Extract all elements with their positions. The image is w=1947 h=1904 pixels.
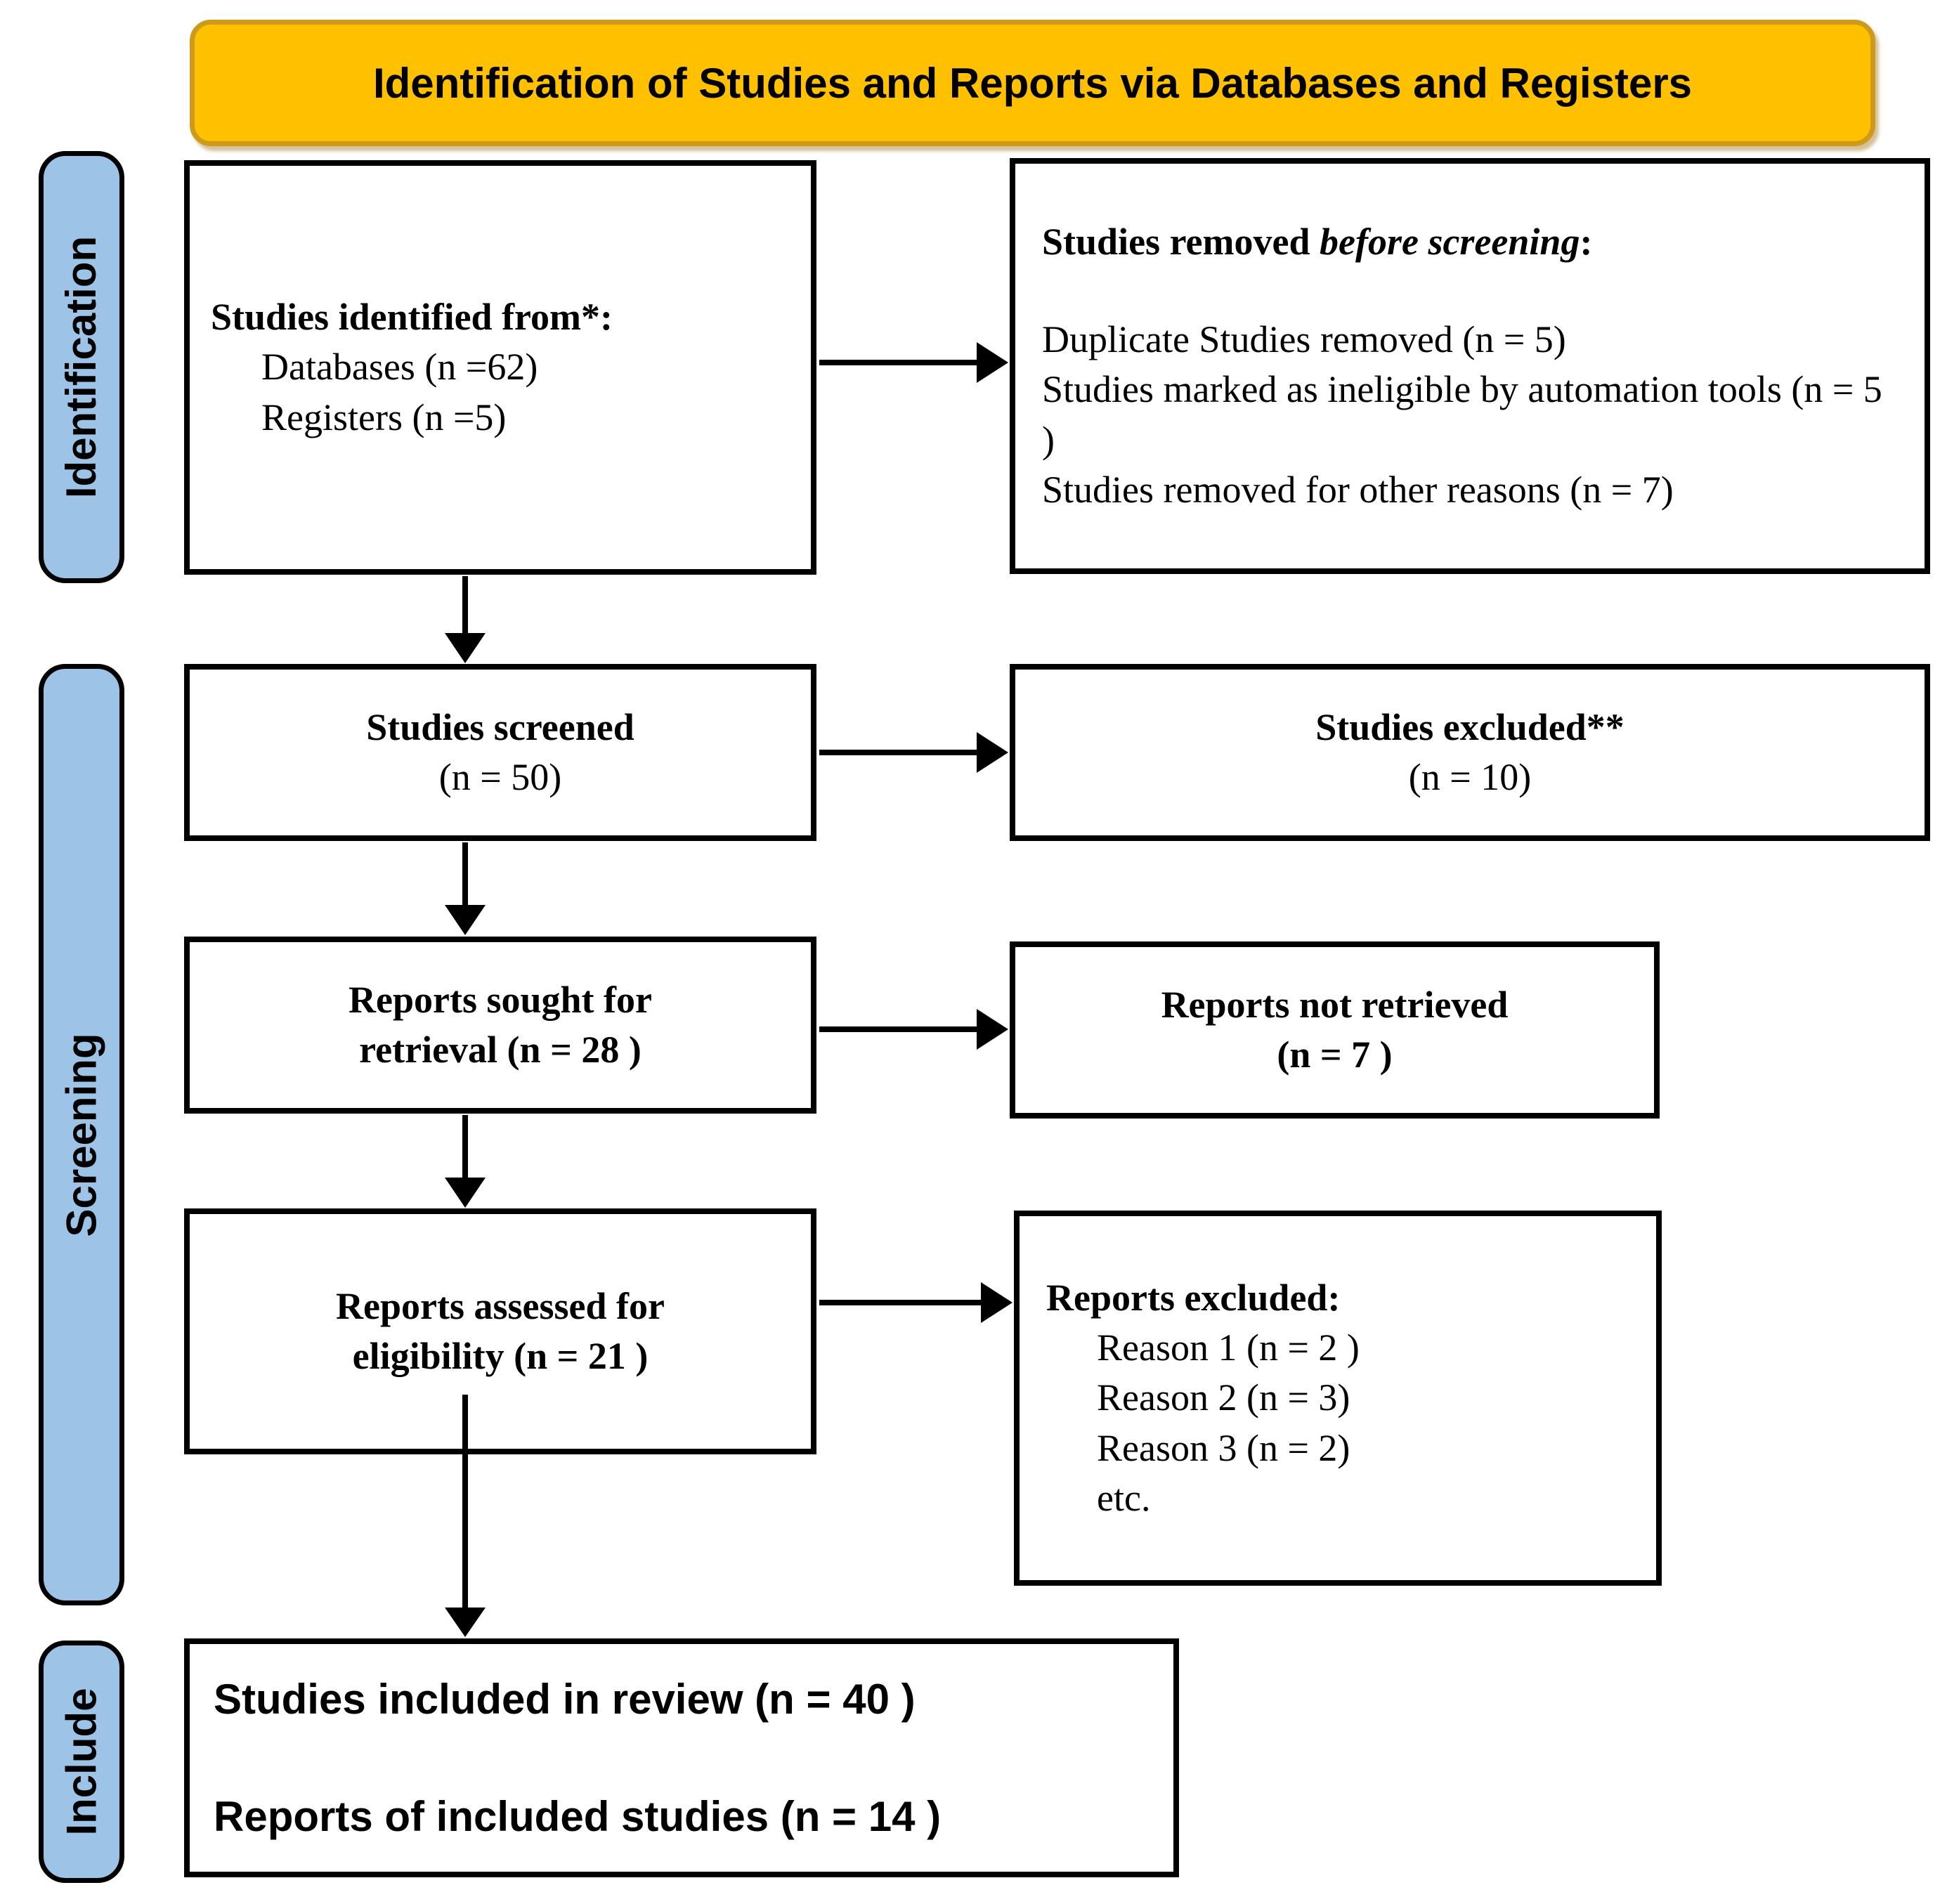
box-studies-included: Studies included in review (n = 40 ) Rep…: [184, 1638, 1179, 1877]
reports-not-retrieved-line1: Reports not retrieved: [1161, 983, 1509, 1026]
studies-removed-item-automation: Studies marked as ineligible by automati…: [1042, 368, 1882, 461]
studies-removed-item-duplicates: Duplicate Studies removed (n = 5): [1042, 318, 1566, 361]
arrow-sought-to-assessed: [445, 1115, 486, 1208]
diagram-title: Identification of Studies and Reports vi…: [372, 59, 1693, 107]
stage-label-identification-text: Identification: [58, 235, 105, 499]
studies-removed-heading-prefix: Studies removed: [1042, 220, 1320, 263]
stage-label-include-text: Include: [58, 1688, 105, 1836]
title-banner: Identification of Studies and Reports vi…: [190, 20, 1875, 146]
reports-sought-line2: retrieval (n = 28 ): [359, 1029, 642, 1071]
spacer: [1042, 267, 1898, 315]
box-reports-not-retrieved: Reports not retrieved (n = 7 ): [1010, 941, 1660, 1119]
box-reports-assessed: Reports assessed for eligibility (n = 21…: [184, 1208, 816, 1454]
box-reports-excluded: Reports excluded: Reason 1 (n = 2 ) Reas…: [1014, 1211, 1662, 1586]
stage-label-screening-text: Screening: [58, 1032, 105, 1237]
box-reports-sought: Reports sought for retrieval (n = 28 ): [184, 937, 816, 1114]
reports-sought-line1: Reports sought for: [349, 978, 652, 1021]
box-studies-screened: Studies screened (n = 50): [184, 664, 816, 841]
reports-not-retrieved-line2: (n = 7 ): [1277, 1033, 1393, 1076]
arrow-sought-to-not-retrieved: [819, 1009, 1008, 1050]
box-studies-identified: Studies identified from*: Databases (n =…: [184, 160, 816, 575]
box-studies-excluded: Studies excluded** (n = 10): [1010, 664, 1930, 841]
studies-included-line1: Studies included in review (n = 40 ): [214, 1675, 916, 1723]
studies-identified-item-registers: Registers (n =5): [261, 396, 507, 438]
studies-removed-heading-suffix: :: [1580, 220, 1593, 263]
box-studies-removed: Studies removed before screening: Duplic…: [1010, 158, 1930, 574]
reports-excluded-etc: etc.: [1097, 1476, 1151, 1519]
stage-label-identification: Identification: [39, 151, 124, 583]
studies-identified-item-databases: Databases (n =62): [261, 346, 538, 389]
reports-assessed-line1: Reports assessed for: [336, 1284, 665, 1327]
reports-excluded-reason-2: Reason 2 (n = 3): [1097, 1376, 1350, 1419]
studies-screened-line1: Studies screened: [366, 705, 634, 748]
arrow-identified-to-removed: [819, 342, 1008, 383]
reports-excluded-reason-3: Reason 3 (n = 2): [1097, 1426, 1350, 1469]
stage-label-include: Include: [39, 1641, 124, 1883]
stage-label-screening: Screening: [39, 664, 124, 1605]
studies-included-line2: Reports of included studies (n = 14 ): [214, 1792, 942, 1840]
reports-excluded-heading: Reports excluded:: [1046, 1276, 1341, 1319]
studies-removed-item-other: Studies removed for other reasons (n = 7…: [1042, 468, 1674, 511]
spacer: [214, 1725, 1150, 1792]
arrow-screened-to-excluded: [819, 732, 1008, 773]
studies-excluded-line1: Studies excluded**: [1315, 705, 1624, 748]
studies-removed-heading: Studies removed before screening:: [1042, 217, 1898, 267]
reports-excluded-reason-1: Reason 1 (n = 2 ): [1097, 1326, 1360, 1369]
studies-screened-line2: (n = 50): [438, 756, 562, 798]
studies-identified-heading: Studies identified from*:: [211, 296, 613, 339]
reports-assessed-line2: eligibility (n = 21 ): [352, 1335, 649, 1377]
arrow-assessed-to-reports-excluded: [819, 1282, 1012, 1323]
studies-excluded-line2: (n = 10): [1408, 756, 1532, 798]
studies-removed-heading-italic: before screening: [1320, 220, 1580, 263]
arrow-identified-to-screened: [445, 576, 486, 663]
arrow-screened-to-sought: [445, 842, 486, 935]
